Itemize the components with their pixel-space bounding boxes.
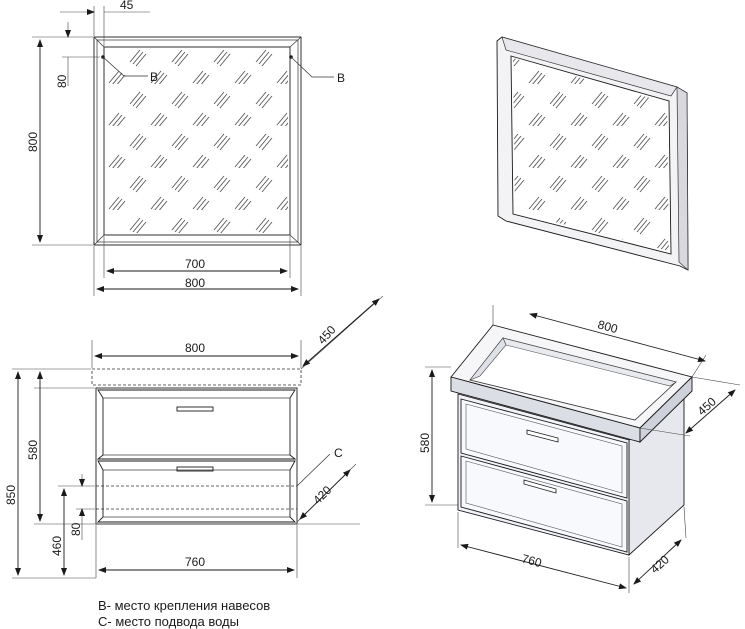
dim-cabinet-top-width: 800	[185, 341, 205, 355]
dim-left-80: 80	[55, 74, 69, 88]
iso-dim-height: 580	[418, 433, 432, 453]
cabinet-isometric-view: 800 450 580 760 420	[418, 305, 741, 593]
legend-c: C- место подвода воды	[98, 614, 239, 629]
dim-460: 460	[50, 536, 64, 556]
dim-body-height: 580	[26, 440, 40, 460]
dim-bottom-width: 760	[185, 555, 205, 569]
upper-drawer	[96, 389, 297, 460]
dim-mirror-height: 800	[26, 132, 40, 152]
dim-80: 80	[69, 522, 83, 536]
cabinet-front-view: C 800 450 850 580 460 80 760	[4, 295, 384, 579]
countertop-outline	[91, 368, 302, 386]
iso-lower-drawer	[460, 455, 628, 553]
mirror-frame-edge	[96, 39, 299, 243]
mirror-glass-hatching	[106, 49, 288, 233]
mirror-glass	[103, 46, 291, 236]
cabinet-body	[95, 387, 298, 525]
dim-cabinet-depth: 450	[315, 323, 339, 347]
iso-dim-bottom-depth: 420	[648, 552, 672, 576]
iso-dim-width: 800	[596, 317, 619, 336]
mirror-front-view: B B 45 80 800 700 800	[26, 0, 345, 296]
mirror-outer-frame	[93, 36, 302, 246]
dim-inner-width: 700	[185, 257, 205, 271]
lower-drawer-handle[interactable]	[176, 466, 214, 472]
marker-b-left: B	[150, 70, 158, 84]
marker-c: C	[334, 446, 343, 460]
iso-dim-bottom-width: 760	[520, 551, 543, 570]
dim-outer-width: 800	[185, 276, 205, 290]
iso-dim-depth: 450	[695, 394, 719, 418]
upper-drawer-handle[interactable]	[176, 406, 214, 412]
dim-top-45: 45	[120, 0, 134, 12]
iso-upper-handle[interactable]	[526, 429, 559, 443]
iso-upper-drawer	[460, 398, 628, 499]
dim-420: 420	[310, 483, 334, 507]
legend-b: B- место крепления навесов	[98, 598, 271, 613]
marker-b-right: B	[337, 71, 345, 85]
iso-lower-handle[interactable]	[523, 479, 557, 494]
dim-total-height: 850	[4, 485, 18, 505]
mirror-isometric-view	[496, 36, 689, 271]
